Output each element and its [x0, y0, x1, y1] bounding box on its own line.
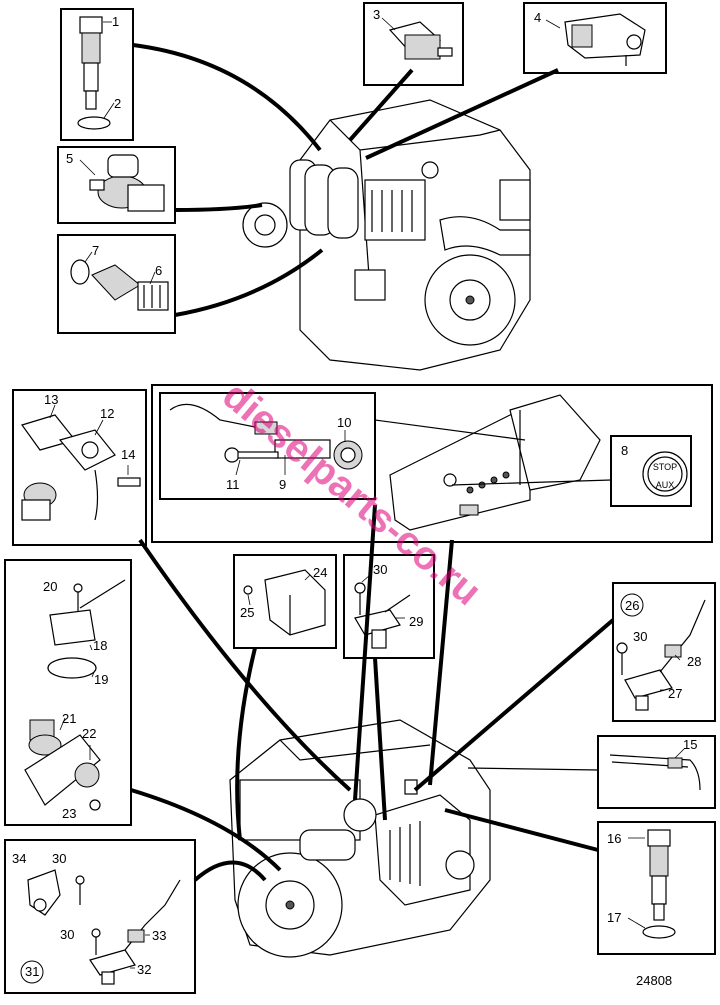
- callout-20: 20: [43, 579, 57, 594]
- callout-29: 29: [409, 614, 423, 629]
- stop-label: STOP: [653, 462, 677, 472]
- callout-17: 17: [607, 910, 621, 925]
- callout-13: 13: [44, 392, 58, 407]
- callout-15: 15: [683, 737, 697, 752]
- figure-reference: 24808: [636, 973, 672, 988]
- detail-box-sensor-6-7: [57, 234, 176, 334]
- callout-21: 21: [62, 711, 76, 726]
- detail-box-sensor-3: [363, 2, 464, 86]
- callout-23: 23: [62, 806, 76, 821]
- callout-24: 24: [313, 565, 327, 580]
- callout-31: 31: [25, 964, 39, 979]
- callout-8: 8: [621, 443, 628, 458]
- detail-box-module-24-25: [233, 554, 337, 649]
- callout-18: 18: [93, 638, 107, 653]
- detail-box-sensor-16-17: [597, 821, 716, 955]
- callout-7: 7: [92, 243, 99, 258]
- callout-14: 14: [121, 447, 135, 462]
- callout-11: 11: [226, 477, 240, 492]
- callout-34: 34: [12, 851, 26, 866]
- callout-2: 2: [114, 96, 121, 111]
- lower-callout-arrows: [130, 504, 615, 882]
- callout-28: 28: [687, 654, 701, 669]
- callout-19: 19: [94, 672, 108, 687]
- upper-callout-arrows: [132, 43, 559, 317]
- callout-25: 25: [240, 605, 254, 620]
- callout-31-circle: [20, 960, 44, 984]
- callout-10: 10: [337, 415, 351, 430]
- detail-box-sensor-18-23: [4, 559, 132, 826]
- callout-26-circle: [620, 593, 644, 617]
- callout-27: 27: [668, 686, 682, 701]
- detail-box-sensor-12-14: [12, 389, 147, 546]
- callout-4: 4: [534, 10, 541, 25]
- detail-box-sensor-15: [597, 735, 716, 809]
- control-panel-group: [151, 384, 713, 543]
- detail-box-sensor-5: [57, 146, 176, 224]
- callout-32: 32: [137, 962, 151, 977]
- callout-1: 1: [112, 14, 119, 29]
- aux-label: AUX: [656, 480, 675, 490]
- callout-16: 16: [607, 831, 621, 846]
- callout-9: 9: [279, 477, 286, 492]
- callout-33: 33: [152, 928, 166, 943]
- callout-30c: 30: [52, 851, 66, 866]
- callout-6: 6: [155, 263, 162, 278]
- callout-22: 22: [82, 726, 96, 741]
- detail-box-sensor-26-28: [612, 582, 716, 722]
- callout-3: 3: [373, 7, 380, 22]
- callout-5: 5: [66, 151, 73, 166]
- detail-box-sensor-30-34: [4, 839, 196, 994]
- detail-box-sensor-4: [523, 2, 667, 74]
- callout-numbers: 1 2 3 4 5 6 7 8 9 10 11 12 13 14 15 16 1…: [12, 7, 701, 988]
- callout-30b: 30: [633, 629, 647, 644]
- callout-12: 12: [100, 406, 114, 421]
- callout-30a: 30: [373, 562, 387, 577]
- upper-engine-illustration: [242, 99, 531, 371]
- detail-box-sensor-1-2: [60, 8, 134, 141]
- callout-26: 26: [625, 598, 639, 613]
- callout-30d: 30: [60, 927, 74, 942]
- detail-box-sensor-29-30: [343, 554, 435, 659]
